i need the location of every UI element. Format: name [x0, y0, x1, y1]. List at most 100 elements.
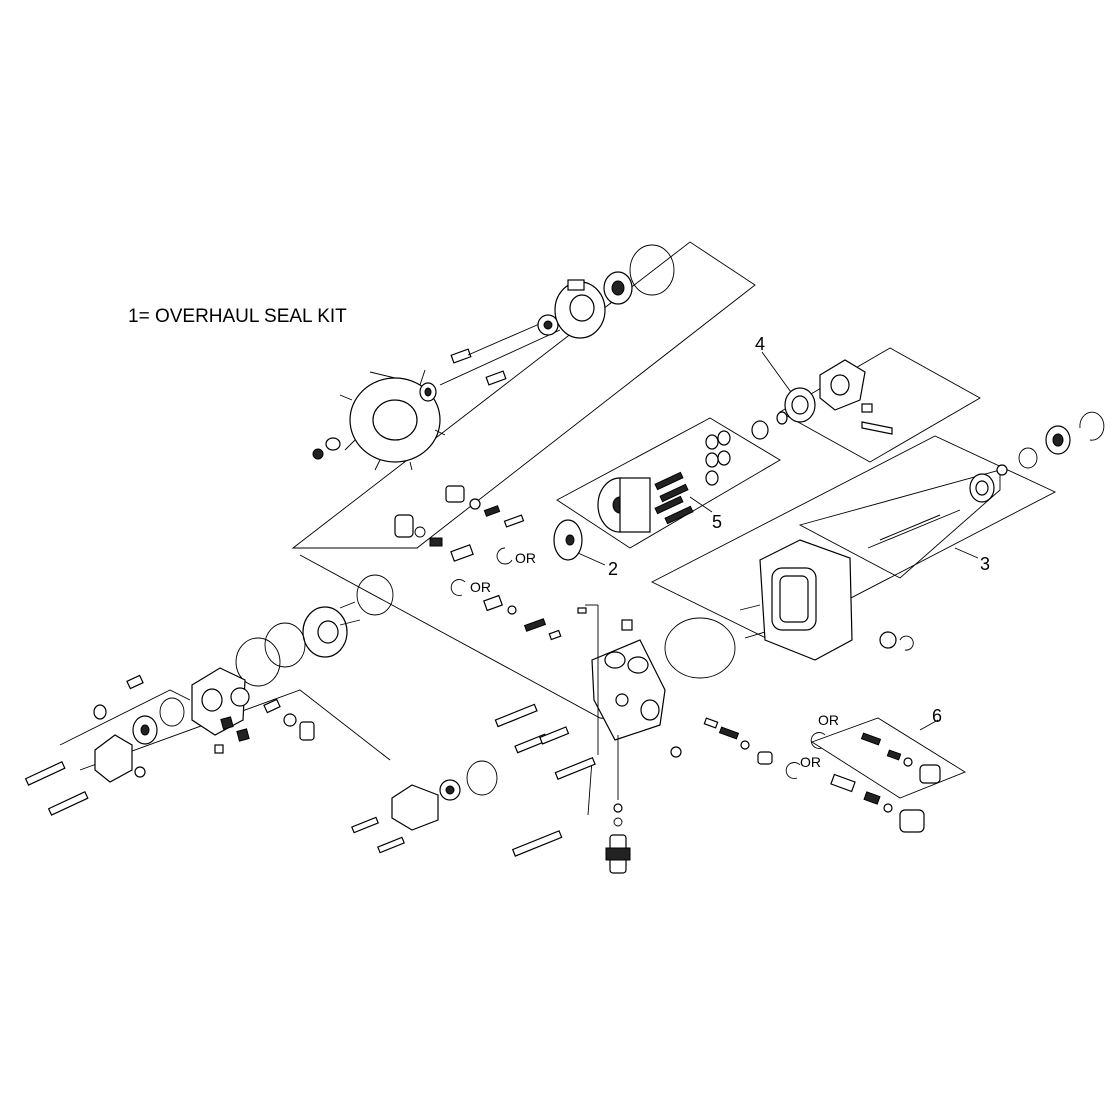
part-outline	[567, 279, 585, 291]
part-outline	[919, 719, 939, 731]
retaining-ring-icon	[899, 635, 914, 651]
washer-icon	[283, 713, 297, 727]
spring-icon	[523, 618, 547, 632]
callout-4: 4	[755, 334, 765, 354]
part-outline	[830, 374, 850, 396]
or-label: OR	[470, 579, 491, 595]
front-cover-icon	[554, 279, 606, 339]
part-outline	[954, 547, 979, 559]
bolt-icon	[351, 816, 379, 834]
bolt-icon	[450, 348, 472, 364]
o-ring-icon	[356, 574, 394, 616]
bolt-icon	[539, 726, 570, 745]
rotation-arrow-icon	[450, 579, 466, 596]
part-outline	[654, 495, 684, 515]
housing-gasket-icon	[664, 617, 736, 679]
plug-icon	[899, 809, 925, 833]
spring-icon	[718, 726, 740, 740]
fan-assembly	[312, 244, 675, 471]
leader-line-a	[79, 689, 391, 771]
valve-icon	[263, 698, 281, 714]
rotation-arrow-icon	[785, 762, 801, 779]
cover-plate-icon	[391, 784, 439, 831]
or-label: OR	[818, 712, 839, 728]
part-outline	[664, 505, 694, 525]
part-outline	[604, 651, 626, 669]
plug-icon	[93, 704, 107, 720]
part-outline	[317, 620, 339, 644]
part-outline	[879, 514, 941, 541]
spring-icon	[863, 791, 881, 805]
washer-icon	[507, 605, 517, 615]
main-housing	[664, 539, 914, 679]
part-outline	[565, 534, 575, 546]
part-outline	[717, 430, 731, 446]
part-outline	[705, 452, 719, 468]
rotation-arrow-icon	[496, 547, 513, 565]
spring-icon	[236, 728, 250, 742]
poppet-icon	[548, 629, 562, 641]
valve-cartridge-icon	[483, 594, 503, 612]
callout-2: 2	[608, 559, 618, 579]
group-6-outline	[810, 717, 966, 799]
part-outline	[1052, 433, 1064, 447]
center-block-icon	[591, 639, 666, 741]
part-outline	[587, 759, 593, 816]
part-outline	[640, 699, 660, 721]
part-outline	[605, 847, 631, 861]
plug-icon	[919, 764, 941, 784]
o-ring-icon	[414, 526, 426, 538]
pin-icon	[577, 607, 587, 614]
rotor-icon	[230, 687, 250, 707]
part-outline	[739, 604, 761, 611]
nut-icon	[670, 746, 682, 758]
piston-sleeves-icon	[705, 430, 731, 486]
bolt-icon	[485, 370, 507, 386]
group-6-parts	[785, 732, 941, 833]
part-outline	[779, 575, 809, 623]
group-4-parts	[776, 359, 893, 435]
bolt-icon	[511, 830, 563, 857]
callout-3: 3	[980, 554, 990, 574]
o-ring-icon	[629, 244, 675, 296]
charge-pump-body-icon	[191, 667, 246, 736]
valve-parts-lower	[351, 579, 773, 857]
part-outline	[339, 394, 353, 401]
o-ring-icon	[235, 637, 281, 687]
o-ring-icon	[159, 697, 185, 727]
poppet-icon	[214, 744, 224, 754]
gasket-icon	[264, 622, 306, 668]
rear-cover-icon	[94, 734, 133, 783]
plug-icon	[757, 751, 773, 765]
callout-6: 6	[932, 706, 942, 726]
bolt-icon	[494, 703, 538, 728]
washer-icon	[613, 803, 623, 813]
center-block	[577, 604, 666, 874]
bolt-icon	[24, 761, 66, 786]
bolt-icon	[47, 791, 89, 816]
piston-set-icon	[654, 471, 694, 525]
part-outline	[717, 450, 731, 466]
part-outline	[419, 369, 426, 386]
plug-icon	[394, 514, 414, 538]
part-outline	[140, 724, 150, 736]
group-5-parts	[553, 420, 769, 561]
part-outline	[619, 477, 651, 533]
part-outline	[543, 320, 553, 330]
diagram-title: 1= OVERHAUL SEAL KIT	[128, 306, 347, 327]
part-outline	[791, 395, 809, 415]
part-outline	[374, 459, 381, 471]
part-outline	[867, 509, 961, 549]
part-outline	[439, 329, 561, 386]
valve-cartridge-icon	[450, 544, 474, 562]
spring-icon	[483, 505, 501, 517]
part-outline	[201, 688, 223, 712]
seal-icon	[879, 631, 897, 649]
part-outline	[744, 631, 766, 639]
clip-icon	[776, 411, 788, 425]
o-ring-icon	[1018, 447, 1038, 469]
part-outline	[344, 439, 356, 451]
part-outline	[369, 371, 396, 379]
part-outline	[434, 429, 446, 436]
rotation-arrow-icon	[810, 732, 826, 749]
